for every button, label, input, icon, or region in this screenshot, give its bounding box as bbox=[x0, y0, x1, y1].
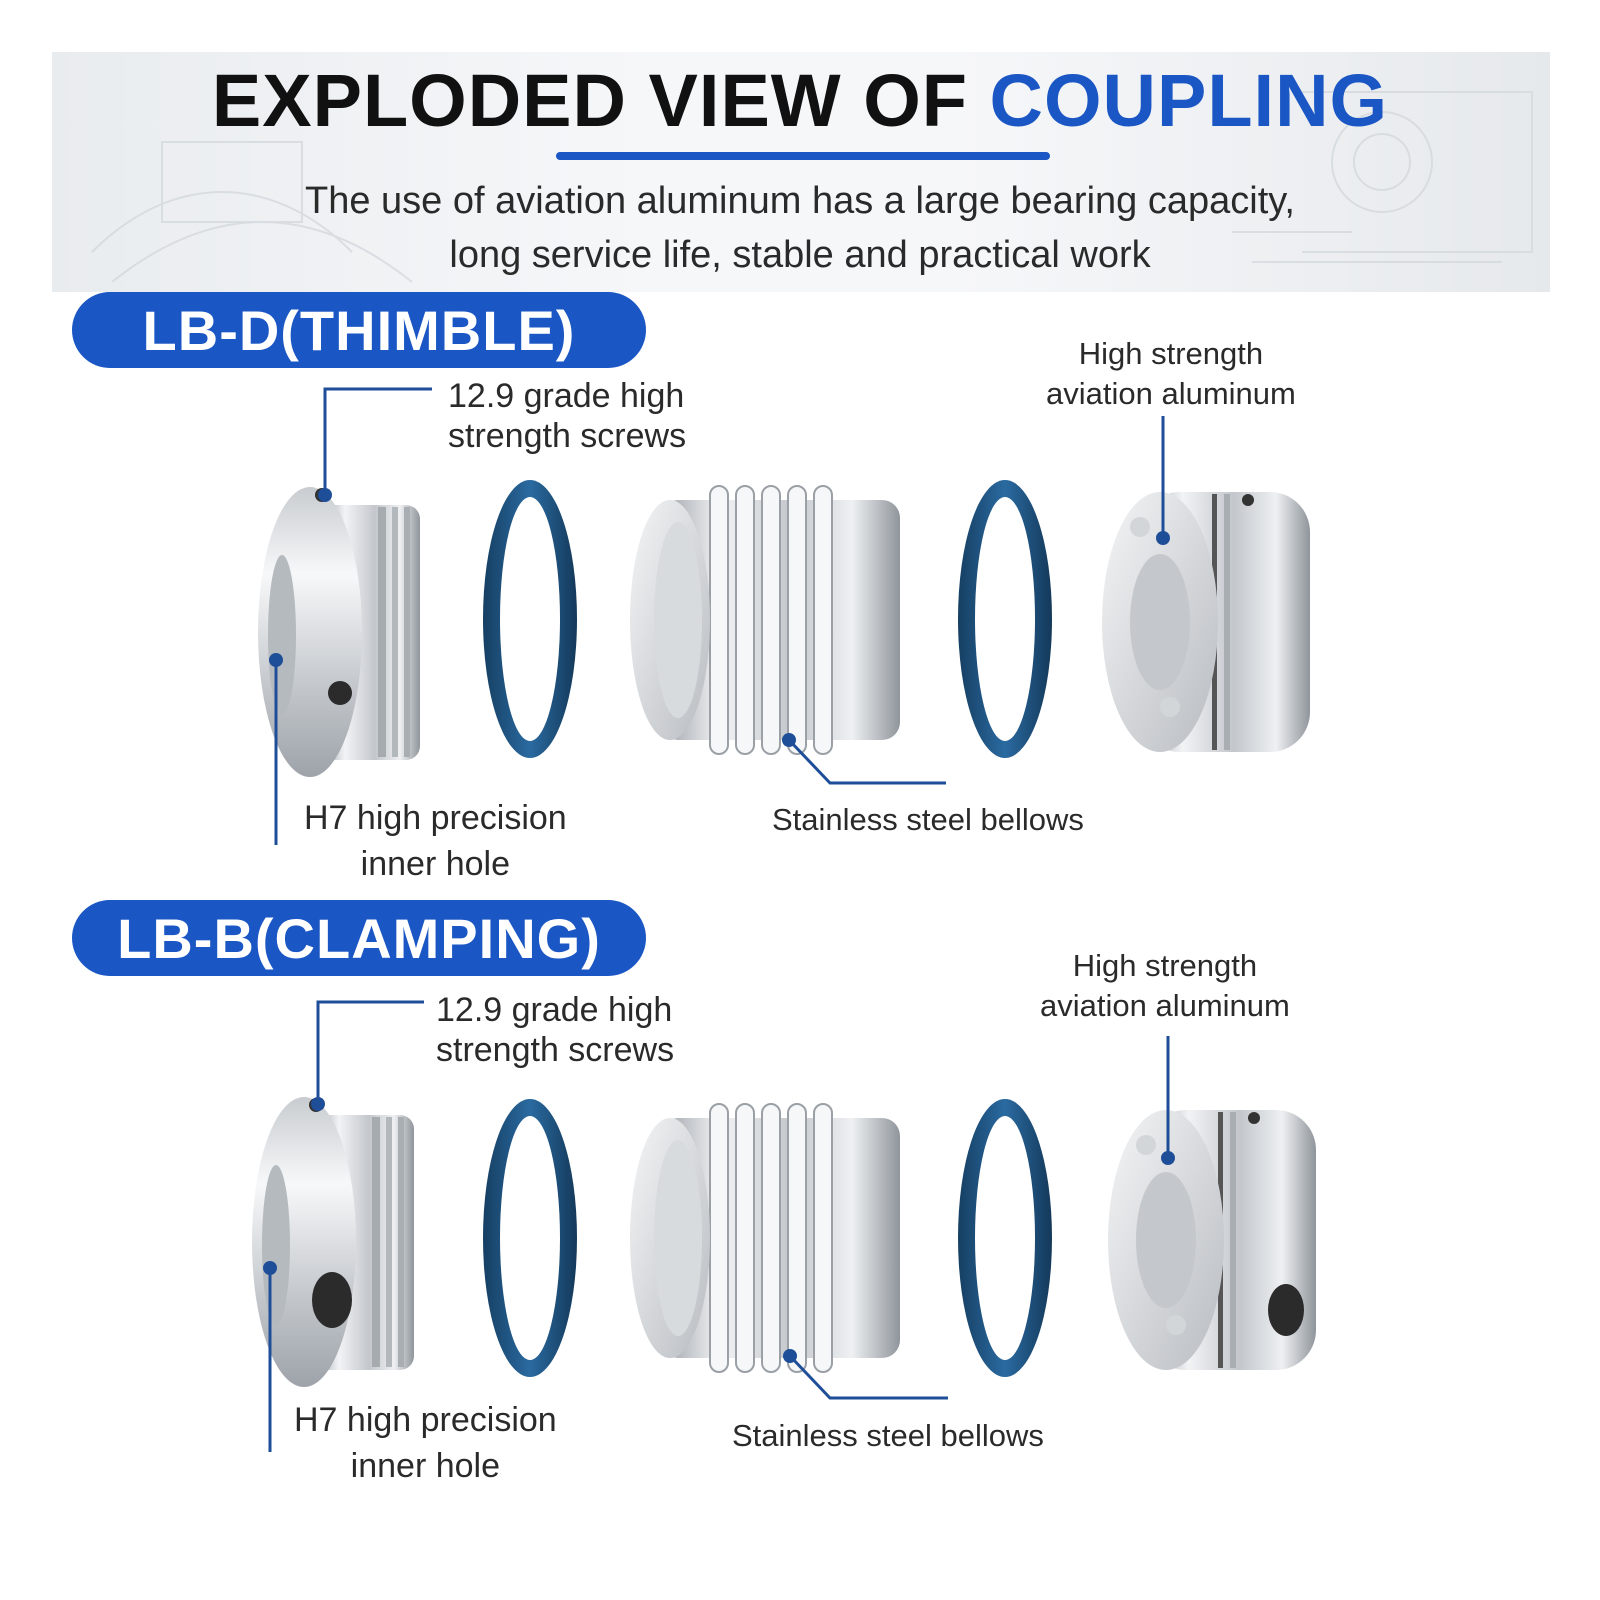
hub-right-thimble bbox=[1102, 492, 1310, 752]
blueprint-background bbox=[91, 91, 1533, 283]
bellows-thimble bbox=[630, 485, 900, 755]
blue-ring-left bbox=[483, 1099, 577, 1377]
hub-left-clamping bbox=[252, 1097, 414, 1387]
hub-left-thimble bbox=[258, 487, 420, 777]
blue-ring-left bbox=[483, 480, 577, 758]
hub-right-clamping bbox=[1108, 1110, 1316, 1370]
bellows-label: Stainless steel bellows bbox=[732, 1418, 1044, 1453]
blue-ring-right bbox=[958, 480, 1052, 758]
section-badge-thimble: LB-D(THIMBLE) bbox=[72, 292, 646, 368]
bellows-clamping bbox=[630, 1103, 900, 1373]
title-main: EXPLODED VIEW OF bbox=[211, 59, 990, 142]
header-banner bbox=[52, 52, 1550, 292]
subtitle-line-2: long service life, stable and practical … bbox=[449, 234, 1151, 276]
blue-ring-right bbox=[958, 1099, 1052, 1377]
section-badge-clamping: LB-B(CLAMPING) bbox=[72, 900, 646, 976]
subtitle-line-1: The use of aviation aluminum has a large… bbox=[305, 180, 1295, 222]
page-title: EXPLODED VIEW OF COUPLING bbox=[0, 58, 1600, 143]
title-underline bbox=[556, 152, 1050, 160]
title-accent: COUPLING bbox=[989, 59, 1389, 142]
bellows-label: Stainless steel bellows bbox=[772, 802, 1084, 837]
